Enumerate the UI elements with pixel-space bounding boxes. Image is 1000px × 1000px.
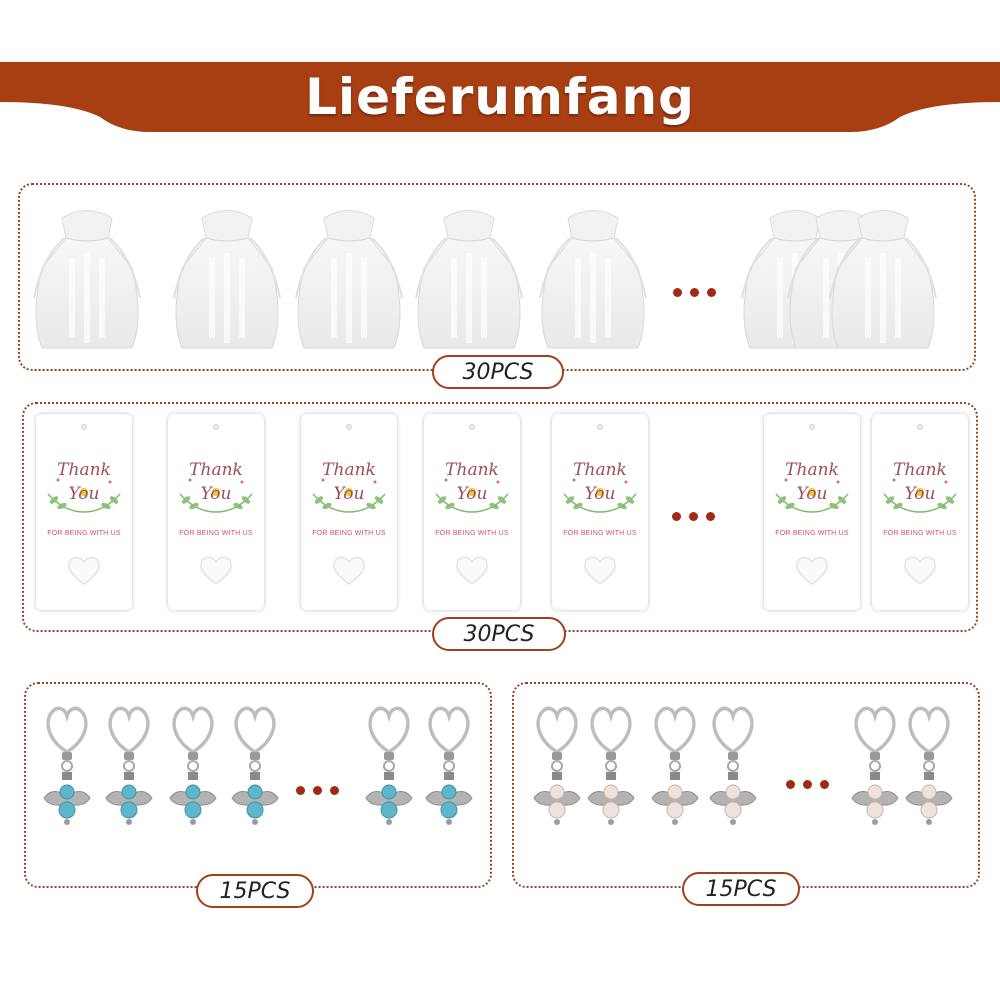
heart-icon bbox=[584, 556, 616, 585]
angels-pink-count-label: 15PCS bbox=[682, 872, 800, 906]
card-line-1: Thank bbox=[322, 460, 376, 480]
card-line-2: You bbox=[456, 484, 488, 504]
bags-ellipsis bbox=[673, 288, 716, 297]
angel-keychain bbox=[360, 700, 418, 850]
organza-bag bbox=[22, 198, 152, 358]
card-line-2: You bbox=[68, 484, 100, 504]
angel-keychain bbox=[646, 700, 704, 850]
thank-you-card: Thank You FOR BEING WITH US bbox=[872, 414, 968, 610]
thank-you-card: Thank You FOR BEING WITH US bbox=[552, 414, 648, 610]
card-line-1: Thank bbox=[189, 460, 243, 480]
heart-icon bbox=[904, 556, 936, 585]
angel-keychain bbox=[226, 700, 284, 850]
cards-ellipsis bbox=[672, 512, 715, 521]
card-line-3: FOR BEING WITH US bbox=[563, 530, 637, 537]
card-hole bbox=[809, 424, 815, 430]
card-line-1: Thank bbox=[573, 460, 627, 480]
leaf-wreath-icon bbox=[179, 478, 253, 513]
angel-keychain bbox=[704, 700, 762, 850]
angels-blue-ellipsis bbox=[296, 786, 339, 795]
card-line-3: FOR BEING WITH US bbox=[775, 530, 849, 537]
card-line-1: Thank bbox=[785, 460, 839, 480]
card-hole bbox=[346, 424, 352, 430]
angel-keychain bbox=[528, 700, 586, 850]
thank-you-card: Thank You FOR BEING WITH US bbox=[424, 414, 520, 610]
heart-icon bbox=[456, 556, 488, 585]
angel-keychain bbox=[900, 700, 958, 850]
angels-blue-count-label: 15PCS bbox=[196, 874, 314, 908]
cards-count-label: 30PCS bbox=[432, 617, 566, 651]
card-line-1: Thank bbox=[893, 460, 947, 480]
angel-keychain bbox=[420, 700, 478, 850]
card-hole bbox=[597, 424, 603, 430]
organza-bag bbox=[818, 198, 948, 358]
card-line-2: You bbox=[333, 484, 365, 504]
organza-bag bbox=[404, 198, 534, 358]
card-hole bbox=[213, 424, 219, 430]
thank-you-card: Thank You FOR BEING WITH US bbox=[764, 414, 860, 610]
angel-keychain bbox=[164, 700, 222, 850]
heart-icon bbox=[333, 556, 365, 585]
card-line-3: FOR BEING WITH US bbox=[435, 530, 509, 537]
page-title: Lieferumfang bbox=[305, 68, 695, 126]
card-hole bbox=[469, 424, 475, 430]
card-line-1: Thank bbox=[57, 460, 111, 480]
header-banner: Lieferumfang bbox=[0, 62, 1000, 132]
leaf-wreath-icon bbox=[312, 478, 386, 513]
card-line-3: FOR BEING WITH US bbox=[312, 530, 386, 537]
banner-shape bbox=[0, 62, 1000, 132]
angel-keychain bbox=[100, 700, 158, 850]
bags-count-label: 30PCS bbox=[432, 355, 564, 389]
card-line-2: You bbox=[584, 484, 616, 504]
organza-bag bbox=[284, 198, 414, 358]
card-line-1: Thank bbox=[445, 460, 499, 480]
thank-you-card: Thank You FOR BEING WITH US bbox=[301, 414, 397, 610]
angel-keychain bbox=[582, 700, 640, 850]
heart-icon bbox=[200, 556, 232, 585]
angels-pink-ellipsis bbox=[786, 780, 829, 789]
card-line-3: FOR BEING WITH US bbox=[179, 530, 253, 537]
card-line-3: FOR BEING WITH US bbox=[47, 530, 121, 537]
thank-you-card: Thank You FOR BEING WITH US bbox=[168, 414, 264, 610]
thank-you-card: Thank You FOR BEING WITH US bbox=[36, 414, 132, 610]
card-line-2: You bbox=[200, 484, 232, 504]
heart-icon bbox=[68, 556, 100, 585]
organza-bag bbox=[528, 198, 658, 358]
card-hole bbox=[81, 424, 87, 430]
organza-bag bbox=[162, 198, 292, 358]
card-line-2: You bbox=[904, 484, 936, 504]
leaf-wreath-icon bbox=[563, 478, 637, 513]
card-line-3: FOR BEING WITH US bbox=[883, 530, 957, 537]
leaf-wreath-icon bbox=[47, 478, 121, 513]
leaf-wreath-icon bbox=[775, 478, 849, 513]
heart-icon bbox=[796, 556, 828, 585]
angel-keychain bbox=[846, 700, 904, 850]
card-line-2: You bbox=[796, 484, 828, 504]
leaf-wreath-icon bbox=[435, 478, 509, 513]
leaf-wreath-icon bbox=[883, 478, 957, 513]
card-hole bbox=[917, 424, 923, 430]
angel-keychain bbox=[38, 700, 96, 850]
